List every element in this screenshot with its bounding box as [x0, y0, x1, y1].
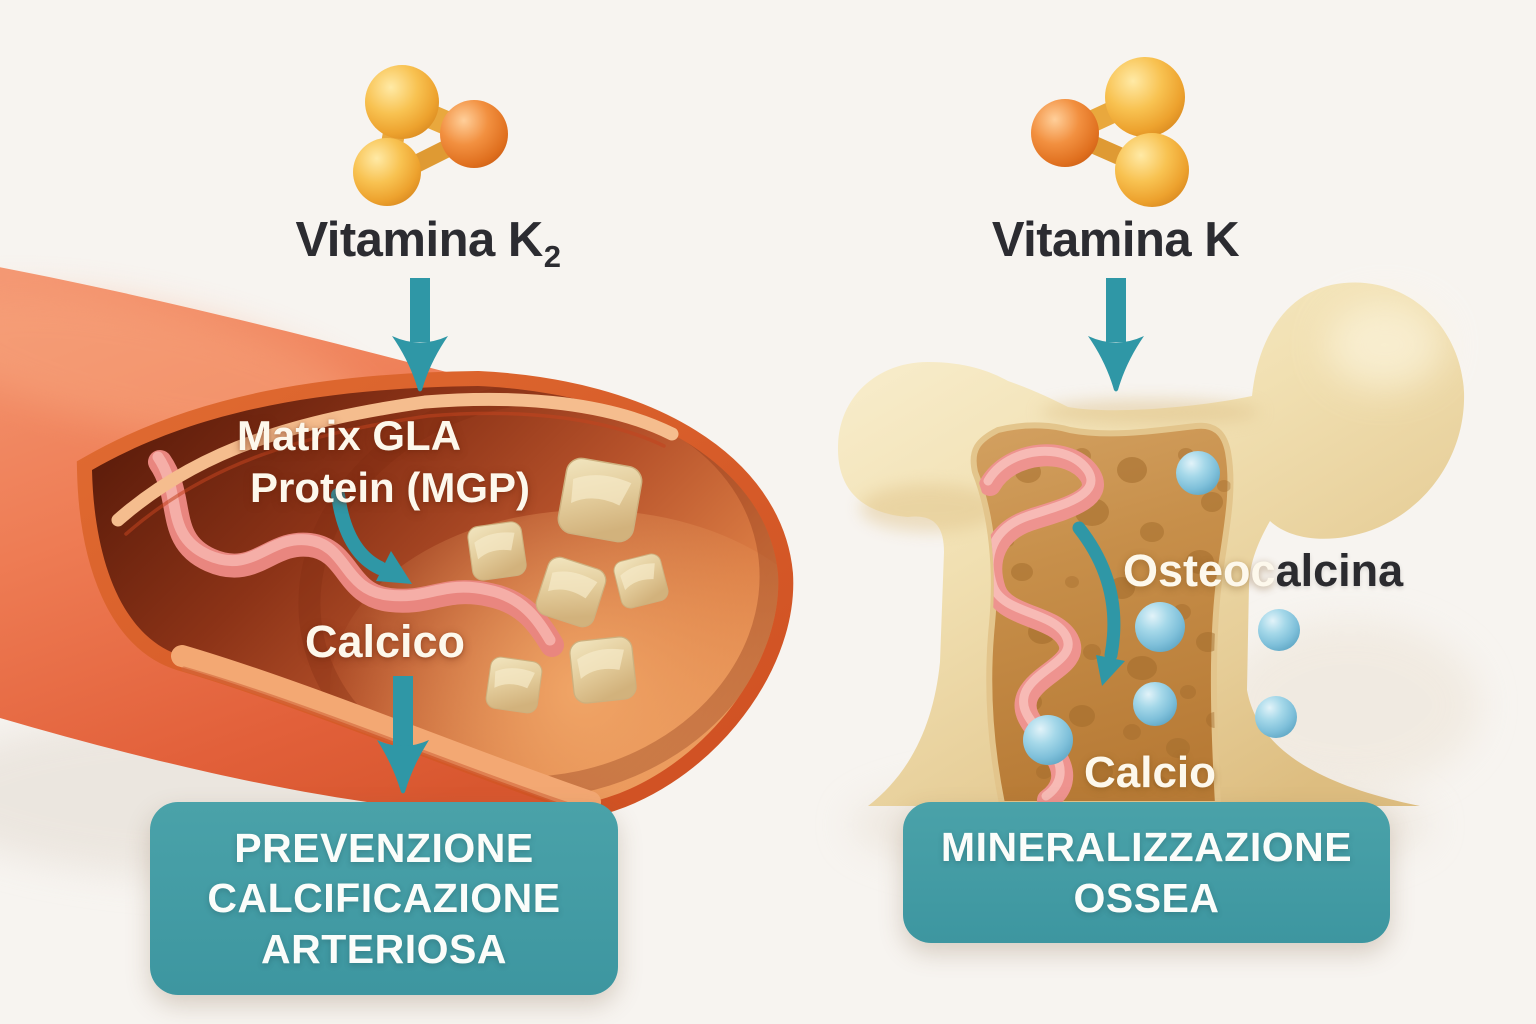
artery-illustration [0, 267, 794, 818]
left-title-text: Vitamina K [295, 213, 543, 267]
bone-illustration [837, 282, 1465, 807]
osteocalcin-label-dark: alcina [1275, 545, 1404, 596]
right-title: Vitamina K [992, 212, 1240, 268]
outcome-bone-line2: OSSEA [1073, 874, 1220, 921]
left-title: Vitamina K2 [295, 212, 561, 274]
outcome-artery-line2: CALCIFICAZIONE [207, 875, 561, 922]
calcium-crystals [467, 457, 669, 714]
outcome-bone-line1: MINERALIZZAZIONE [940, 824, 1353, 871]
outcome-box-artery: PREVENZIONE CALCIFICAZIONE ARTERIOSA [150, 802, 618, 995]
curved-arrow-icon-osteocalcin [1072, 521, 1125, 686]
osteocalcin-label-light: Osteoc [1123, 545, 1276, 596]
calcium-label-artery: Calcico [304, 616, 466, 667]
vitamin-k-molecule-icon [1031, 57, 1189, 207]
calcium-spheres-inside [1023, 451, 1220, 765]
artery-inner-wall-ring [111, 392, 679, 527]
mgp-label-line1: Matrix GLA [237, 412, 462, 459]
calcium-spheres-outside [1255, 609, 1300, 738]
calcium-label-bone: Calcio [1083, 748, 1217, 797]
down-arrow-icon-right [1088, 278, 1144, 392]
mgp-label-line2: Protein (MGP) [250, 464, 530, 511]
osteocalcin-label: Osteocalcina [1123, 545, 1403, 597]
down-arrow-icon-calcium [377, 676, 429, 794]
vitamin-k2-molecule-icon [353, 65, 508, 206]
left-title-subscript: 2 [543, 239, 561, 274]
outcome-box-bone: MINERALIZZAZIONE OSSEA [903, 802, 1390, 943]
outcome-artery-line3: ARTERIOSA [261, 925, 507, 972]
right-title-text: Vitamina K [991, 213, 1240, 267]
down-arrow-icon-left [392, 278, 448, 392]
curved-arrow-icon-mgp [331, 488, 412, 584]
outcome-artery-line1: PREVENZIONE [234, 825, 534, 872]
artery-cut-edge-bottom [171, 645, 601, 813]
